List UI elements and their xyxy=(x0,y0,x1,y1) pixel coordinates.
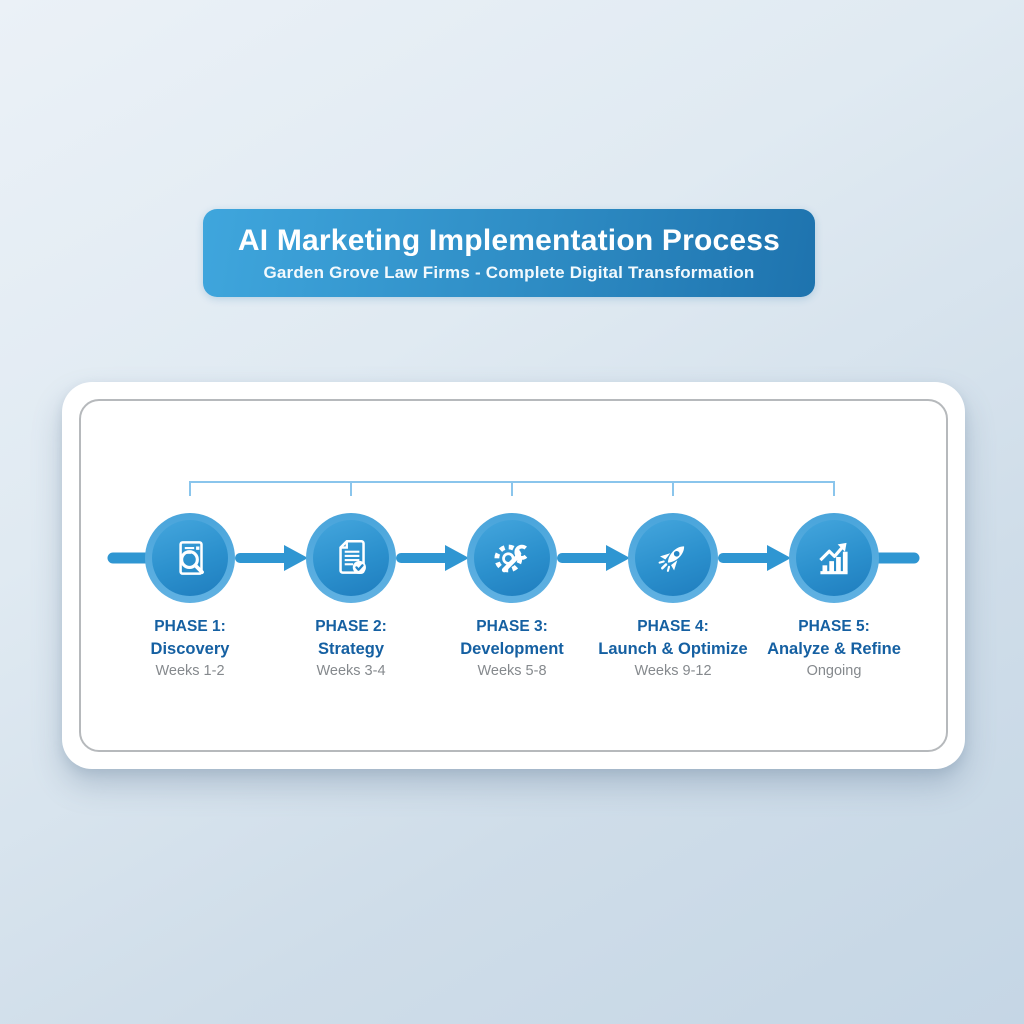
phase-name: Development xyxy=(460,640,564,658)
phase-text-block: PHASE 1: Discovery Weeks 1-2 xyxy=(100,616,280,682)
phase-step-2: PHASE 2: Strategy Weeks 3-4 xyxy=(261,513,441,682)
phase-label: PHASE 3: xyxy=(476,618,548,635)
phase-circle-core xyxy=(635,520,711,596)
document-check-icon xyxy=(339,540,366,574)
growth-chart-icon xyxy=(819,542,848,575)
document-search-icon xyxy=(179,541,204,575)
phase-step-3: PHASE 3: Development Weeks 5-8 xyxy=(422,513,602,682)
phase-label: PHASE 5: xyxy=(798,618,870,635)
phase-step-4: PHASE 4: Launch & Optimize Weeks 9-12 xyxy=(583,513,763,682)
phase-duration: Weeks 3-4 xyxy=(316,663,386,679)
phase-label: PHASE 1: xyxy=(154,618,226,635)
phase-text-block: PHASE 4: Launch & Optimize Weeks 9-12 xyxy=(583,616,763,682)
phase-text-block: PHASE 3: Development Weeks 5-8 xyxy=(422,616,602,682)
gear-wrench-icon xyxy=(494,544,530,573)
phase-circle xyxy=(467,513,557,603)
card-inner-border xyxy=(79,399,948,752)
phase-step-1: PHASE 1: Discovery Weeks 1-2 xyxy=(100,513,280,682)
phase-duration: Weeks 1-2 xyxy=(155,663,225,679)
phase-label: PHASE 2: xyxy=(315,618,387,635)
phase-circle-core xyxy=(313,520,389,596)
phase-name: Strategy xyxy=(317,640,385,658)
page-subtitle: Garden Grove Law Firms - Complete Digita… xyxy=(263,262,755,282)
phase-duration: Ongoing xyxy=(806,663,862,679)
phase-circle xyxy=(628,513,718,603)
phase-circle xyxy=(789,513,879,603)
phase-circle xyxy=(145,513,235,603)
phase-label: PHASE 4: xyxy=(637,618,709,635)
phase-circle-core xyxy=(152,520,228,596)
phase-text-block: PHASE 5: Analyze & Refine Ongoing xyxy=(744,616,924,682)
phase-circle xyxy=(306,513,396,603)
phase-circle-core xyxy=(474,520,550,596)
rocket-icon xyxy=(658,546,685,572)
phase-name: Analyze & Refine xyxy=(767,640,901,658)
phase-circle-core xyxy=(796,520,872,596)
phase-name: Discovery xyxy=(150,640,230,658)
phase-text-block: PHASE 2: Strategy Weeks 3-4 xyxy=(261,616,441,682)
phase-duration: Weeks 5-8 xyxy=(477,663,547,679)
phase-name: Launch & Optimize xyxy=(598,640,748,658)
phase-step-5: PHASE 5: Analyze & Refine Ongoing xyxy=(744,513,924,682)
page-title: AI Marketing Implementation Process xyxy=(237,223,781,257)
phase-duration: Weeks 9-12 xyxy=(634,663,712,679)
title-banner: AI Marketing Implementation Process Gard… xyxy=(203,209,815,297)
